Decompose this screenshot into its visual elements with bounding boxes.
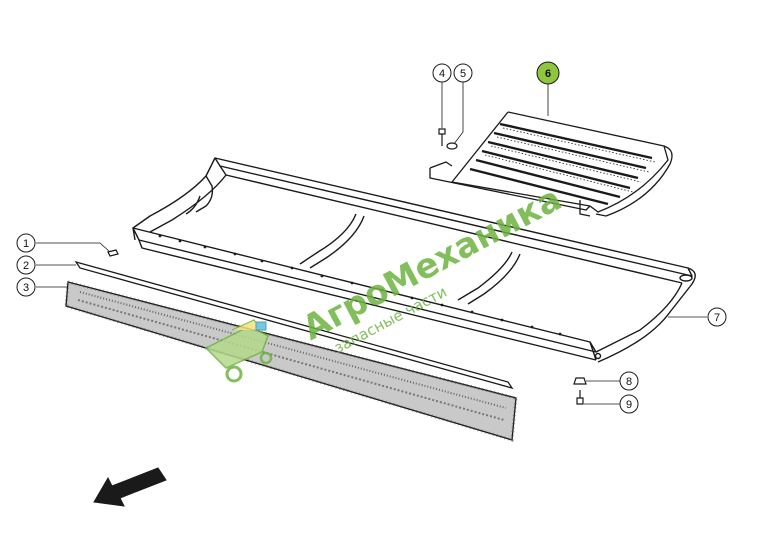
callout-5: 5	[453, 63, 473, 83]
callout-1-label: 1	[23, 238, 29, 250]
callout-3-label: 3	[23, 282, 29, 294]
tractor-logo-icon	[204, 319, 273, 383]
callout-2-label: 2	[23, 260, 29, 272]
callout-4: 4	[432, 63, 452, 83]
arrow-down-left-icon	[93, 467, 167, 507]
callout-4-label: 4	[439, 68, 445, 80]
watermark-brand: АгроМеханика	[296, 179, 568, 349]
callout-1: 1	[16, 233, 36, 253]
callout-7-label: 7	[714, 312, 720, 324]
callout-7: 7	[707, 307, 727, 327]
callout-3: 3	[16, 277, 36, 297]
callout-9-label: 9	[626, 399, 632, 411]
hardware	[107, 128, 587, 405]
strip-bar	[74, 260, 514, 390]
watermark: АгроМеханика запасные части	[204, 179, 568, 383]
leader-lines	[36, 82, 707, 405]
callout-9: 9	[619, 394, 639, 414]
callout-2: 2	[16, 255, 36, 275]
callout-6-label: 6	[545, 68, 551, 80]
brush-strip	[64, 280, 518, 442]
callout-8-label: 8	[626, 376, 632, 388]
main-frame	[132, 157, 696, 363]
grate-assembly	[429, 111, 673, 217]
callout-8: 8	[619, 371, 639, 391]
callout-6: 6	[536, 61, 560, 85]
callout-5-label: 5	[460, 68, 466, 80]
